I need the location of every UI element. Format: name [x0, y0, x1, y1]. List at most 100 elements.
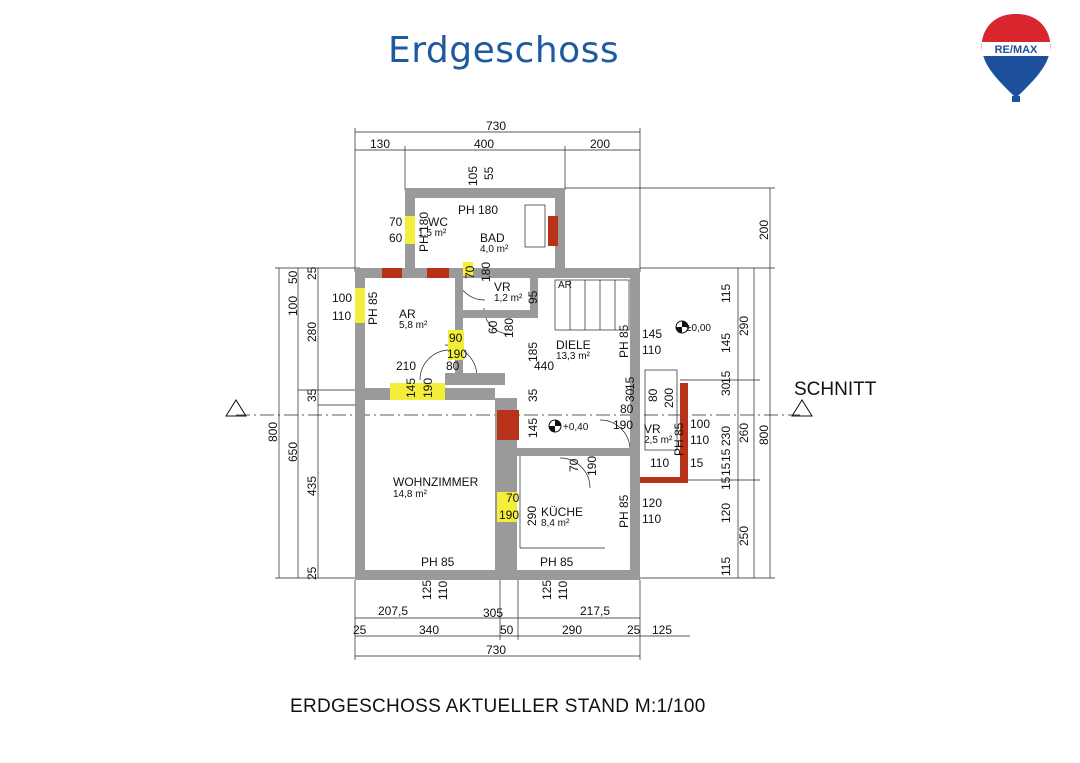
section-label: SCHNITT — [794, 379, 877, 400]
level-marker-icon — [548, 419, 562, 433]
dim-k70: 70 — [567, 458, 581, 472]
dim-r145: 145 — [719, 333, 733, 353]
dim-k110: 110 — [642, 512, 661, 526]
section-arrow-icon — [791, 399, 813, 417]
dim-d190: 190 — [421, 378, 435, 398]
dim-bad-105: 105 — [466, 166, 480, 186]
plan-caption: ERDGESCHOSS AKTUELLER STAND M:1/100 — [290, 696, 706, 717]
dim-door-190: 190 — [447, 347, 467, 361]
dim-d15d: 15 — [719, 476, 733, 490]
dim-top-total: 730 — [486, 119, 506, 133]
room-bad-area: 4,0 m² — [480, 244, 509, 255]
dim-diele-440: 440 — [534, 359, 554, 373]
dim-d110c: 110 — [690, 433, 709, 447]
dim-l25a: 25 — [305, 266, 319, 280]
dim-k290: 290 — [525, 506, 539, 526]
dim-b25b: 25 — [627, 623, 641, 637]
dim-ph85-vr: PH 85 — [672, 422, 686, 456]
dim-r115b: 115 — [719, 557, 733, 576]
room-wc-area: 1,5 m² — [418, 228, 447, 239]
dim-l800: 800 — [266, 422, 280, 442]
dim-b50: 50 — [500, 623, 514, 637]
dim-l280: 280 — [305, 322, 319, 342]
dim-vr-180: 180 — [479, 262, 493, 282]
remax-balloon-logo-icon: RE/MAX — [981, 14, 1051, 102]
dim-b730: 730 — [486, 643, 506, 657]
dim-b290: 290 — [562, 623, 582, 637]
dim-b125: 125 — [652, 623, 672, 637]
dim-b125a: 125 — [420, 580, 434, 600]
dim-top-c: 200 — [590, 137, 610, 151]
dim-wc-60: 60 — [389, 231, 403, 245]
dim-d80c: 80 — [646, 388, 660, 402]
room-vr-top-label: VR — [494, 280, 511, 294]
dim-b2075: 207,5 — [378, 604, 408, 618]
room-vr-top-area: 1,2 m² — [494, 293, 523, 304]
dim-d190d: 190 — [613, 418, 633, 432]
dim-b305: 305 — [483, 606, 503, 620]
dim-r200: 200 — [757, 220, 771, 240]
dim-l100: 100 — [286, 296, 300, 316]
dim-d110b: 110 — [642, 343, 661, 357]
dim-d100: 100 — [690, 417, 710, 431]
dim-l35: 35 — [305, 388, 319, 402]
room-wohnzimmer-label: WOHNZIMMER — [393, 475, 479, 489]
dim-b125b: 125 — [540, 580, 554, 600]
dim-d15: 15 — [623, 376, 637, 390]
dim-ar-110: 110 — [332, 309, 351, 323]
room-vr-right-label: VR — [644, 422, 661, 436]
dim-ph85-diele: PH 85 — [617, 324, 631, 358]
dim-b110a: 110 — [436, 581, 450, 600]
room-bad-label: BAD — [480, 231, 505, 245]
page-title: Erdgeschoss — [388, 30, 620, 71]
dim-r30: 30 — [719, 382, 733, 396]
dim-d110d: 110 — [650, 456, 669, 470]
dim-r250: 250 — [737, 526, 751, 546]
dim-d145: 145 — [404, 378, 418, 398]
room-wohnzimmer-area: 14,8 m² — [393, 489, 428, 500]
level-minus-label: +0,40 — [563, 422, 589, 433]
dim-r800: 800 — [757, 425, 771, 445]
dim-ph180-top: PH 180 — [458, 203, 498, 217]
dim-l435: 435 — [305, 476, 319, 496]
dim-b25a: 25 — [353, 623, 367, 637]
dim-b2175: 217,5 — [580, 604, 610, 618]
dim-l650: 650 — [286, 442, 300, 462]
dim-d15c: 15 — [719, 448, 733, 462]
dim-r120: 120 — [719, 503, 733, 523]
dim-ph85-kb: PH 85 — [540, 555, 574, 569]
dim-r230: 230 — [719, 426, 733, 446]
dim-d15b: 15 — [690, 456, 704, 470]
dim-w190: 190 — [499, 508, 519, 522]
level-marker-icon — [675, 320, 689, 334]
dim-diele-185: 185 — [526, 342, 540, 362]
dim-ph85-w: PH 85 — [421, 555, 455, 569]
room-kueche-label: KÜCHE — [541, 505, 583, 519]
logo-text: RE/MAX — [995, 44, 1038, 56]
room-wc-label: WC — [428, 215, 448, 229]
dim-d80d: 80 — [620, 402, 634, 416]
dim-b340: 340 — [419, 623, 439, 637]
dim-r15: 15 — [719, 370, 733, 384]
dim-wc-70: 70 — [389, 215, 403, 229]
dim-d210: 210 — [396, 359, 416, 373]
dim-w70: 70 — [506, 491, 520, 505]
dim-ar-60: 60 — [486, 320, 500, 334]
dim-ph85-k: PH 85 — [617, 494, 631, 528]
stair-label: AR — [558, 280, 572, 291]
dim-r290: 290 — [737, 316, 751, 336]
dim-d200: 200 — [662, 388, 676, 408]
dim-diele-95: 95 — [526, 290, 540, 304]
section-arrow-icon — [225, 399, 247, 417]
dim-d80a: 80 — [446, 359, 460, 373]
room-vr-right-area: 2,5 m² — [644, 435, 673, 446]
dim-d145c: 145 — [526, 418, 540, 438]
dim-r260: 260 — [737, 423, 751, 443]
room-ar-label: AR — [399, 307, 416, 321]
dim-top-a: 130 — [370, 137, 390, 151]
dim-vr-70: 70 — [463, 265, 477, 279]
dim-ar-180: 180 — [502, 318, 516, 338]
dim-bad-55: 55 — [482, 166, 496, 180]
room-diele-area: 13,3 m² — [556, 351, 591, 362]
dim-r115a: 115 — [719, 284, 733, 303]
